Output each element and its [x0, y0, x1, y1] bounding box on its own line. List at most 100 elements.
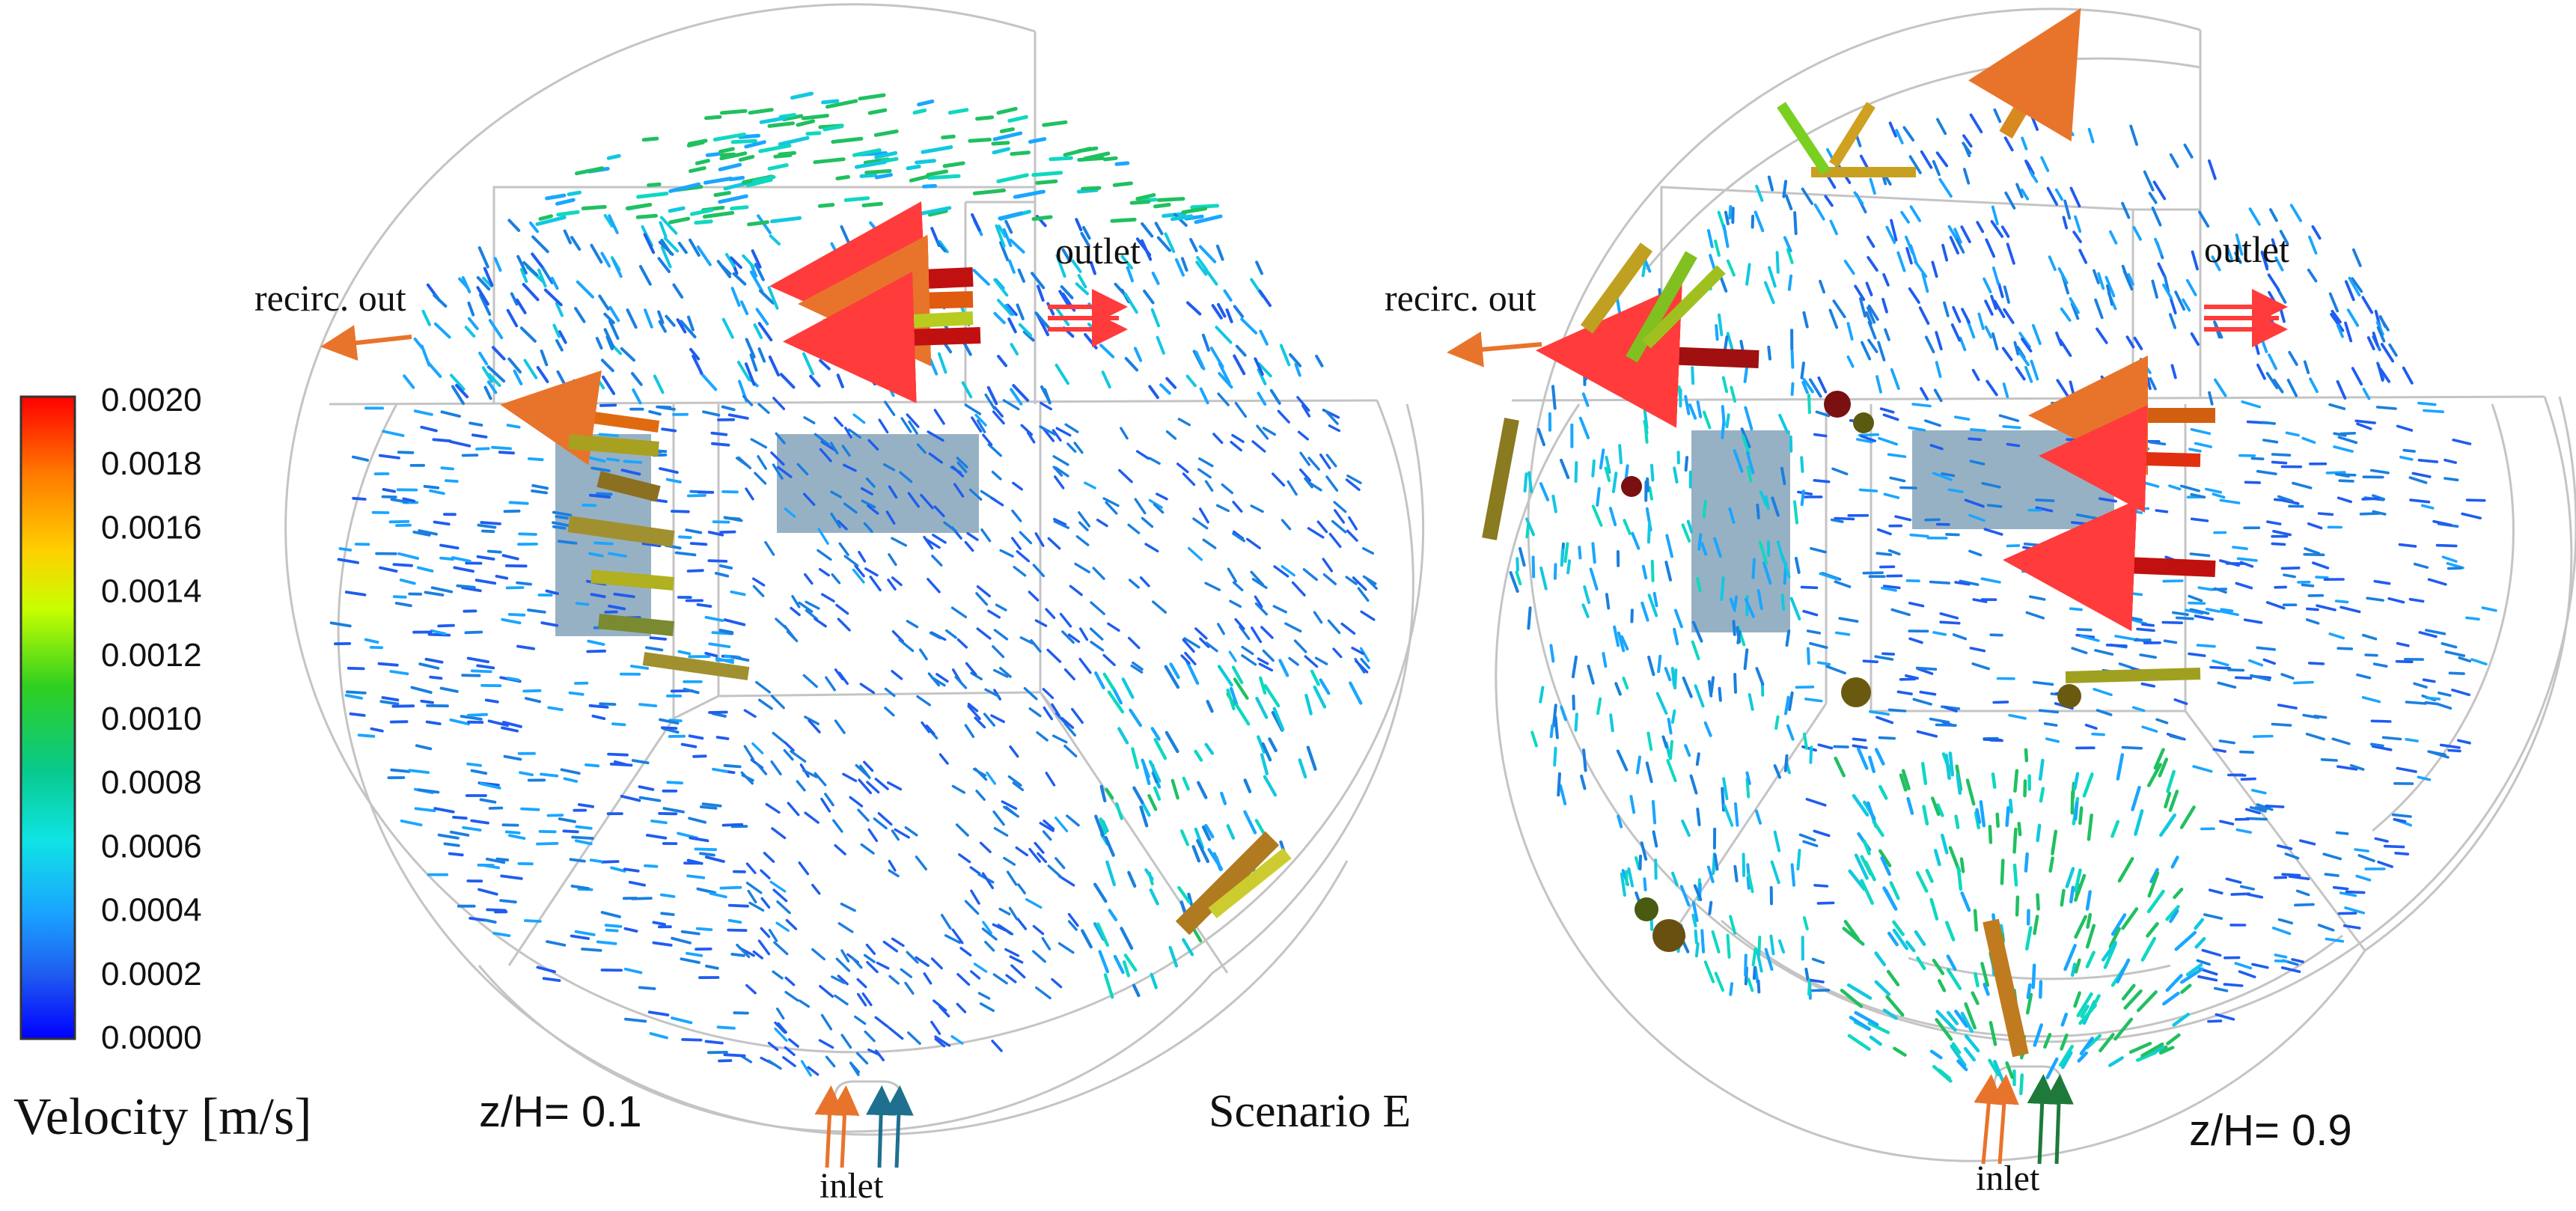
velocity-vector [2288, 350, 2298, 366]
velocity-vector [2250, 674, 2271, 682]
velocity-vector [2089, 994, 2101, 1013]
velocity-vector [2292, 481, 2313, 489]
velocity-vector [2121, 201, 2131, 219]
velocity-vector [2131, 445, 2150, 451]
velocity-vector [574, 839, 593, 846]
velocity-vector [933, 505, 945, 517]
velocity-vector [516, 644, 535, 650]
velocity-vector [542, 977, 561, 982]
velocity-vector [993, 629, 1009, 641]
velocity-vector [1551, 494, 1557, 513]
velocity-vector [623, 460, 643, 464]
velocity-vector [1017, 883, 1026, 894]
velocity-vector [2108, 230, 2118, 245]
velocity-vector [2172, 611, 2189, 617]
velocity-vector [1299, 451, 1310, 466]
velocity-vector [1090, 601, 1105, 615]
velocity-vector [516, 298, 527, 314]
velocity-vector [1047, 864, 1063, 879]
velocity-vector [1852, 744, 1868, 749]
velocity-vector [1804, 967, 1810, 981]
left-inlet-label: inlet [820, 1166, 884, 1206]
velocity-vector [2251, 789, 2267, 795]
velocity-vector [2219, 498, 2241, 504]
velocity-vector [377, 662, 399, 667]
velocity-vector [1807, 978, 1812, 996]
velocity-vector [856, 992, 867, 1007]
velocity-vector [1706, 865, 1715, 883]
velocity-vector [2366, 597, 2384, 602]
velocity-vector [991, 470, 1002, 481]
velocity-vector [1002, 399, 1020, 411]
velocity-vector [891, 576, 903, 587]
velocity-vector [1232, 501, 1243, 513]
velocity-vector [1187, 892, 1194, 906]
velocity-vector [689, 208, 714, 216]
velocity-vector [1848, 869, 1867, 891]
velocity-vector [790, 606, 801, 617]
velocity-vector [840, 949, 850, 963]
velocity-vector [757, 347, 766, 363]
velocity-vector [2100, 375, 2114, 395]
velocity-vector [2024, 748, 2029, 763]
velocity-vector [998, 211, 1024, 221]
velocity-vector [2334, 600, 2349, 604]
velocity-vector [1650, 559, 1655, 582]
velocity-vector [1879, 407, 1895, 414]
velocity-vector [730, 953, 745, 957]
velocity-vector [2168, 790, 2179, 812]
velocity-vector [841, 445, 851, 457]
velocity-vector [1746, 451, 1755, 475]
velocity-vector [1304, 655, 1319, 668]
velocity-vector [2465, 616, 2480, 621]
velocity-vector [1764, 495, 1770, 510]
velocity-vector [1523, 472, 1528, 492]
velocity-vector [2152, 180, 2167, 201]
velocity-vector [607, 752, 629, 757]
colorbar-tick-label: 0.0012 [101, 637, 202, 674]
velocity-vector [439, 556, 454, 561]
velocity-vector [1776, 540, 1785, 562]
velocity-vector [1908, 155, 1922, 174]
velocity-vector [745, 338, 756, 359]
velocity-vector [2033, 915, 2039, 936]
velocity-vector [1793, 500, 1798, 525]
velocity-vector [744, 362, 756, 386]
velocity-vector [2260, 250, 2269, 271]
velocity-vector [501, 726, 519, 733]
velocity-vector [645, 646, 664, 652]
velocity-vector [1030, 639, 1042, 653]
velocity-vector [1950, 323, 1962, 342]
velocity-vector [866, 504, 879, 515]
velocity-vector [1990, 294, 1997, 311]
velocity-vector [1875, 375, 1882, 394]
velocity-vector [1875, 552, 1893, 556]
velocity-vector [1617, 631, 1626, 653]
velocity-vector [1983, 982, 1990, 996]
velocity-vector [2021, 338, 2033, 353]
velocity-vector [2377, 363, 2384, 382]
velocity-vector [1963, 1046, 1977, 1062]
velocity-vector [972, 269, 990, 286]
velocity-vector [2031, 323, 2042, 346]
velocity-vector [956, 973, 971, 986]
velocity-vector [2013, 341, 2020, 356]
velocity-vector [477, 888, 498, 896]
velocity-vector [391, 704, 415, 708]
velocity-vector [2396, 766, 2417, 773]
velocity-vector [2328, 292, 2340, 313]
velocity-vector [1834, 631, 1851, 636]
velocity-vector [590, 466, 611, 472]
velocity-vector [510, 292, 519, 306]
velocity-vector [2069, 607, 2083, 611]
velocity-vector [1107, 622, 1120, 632]
velocity-vector [847, 428, 861, 439]
velocity-vector [867, 439, 879, 451]
velocity-label: Velocity [m/s] [13, 1088, 312, 1146]
velocity-vector [2271, 460, 2288, 465]
velocity-vector [863, 522, 873, 533]
velocity-vector [2374, 837, 2389, 843]
velocity-vector [519, 771, 534, 777]
velocity-vector [835, 603, 849, 615]
velocity-vector [1745, 263, 1751, 286]
